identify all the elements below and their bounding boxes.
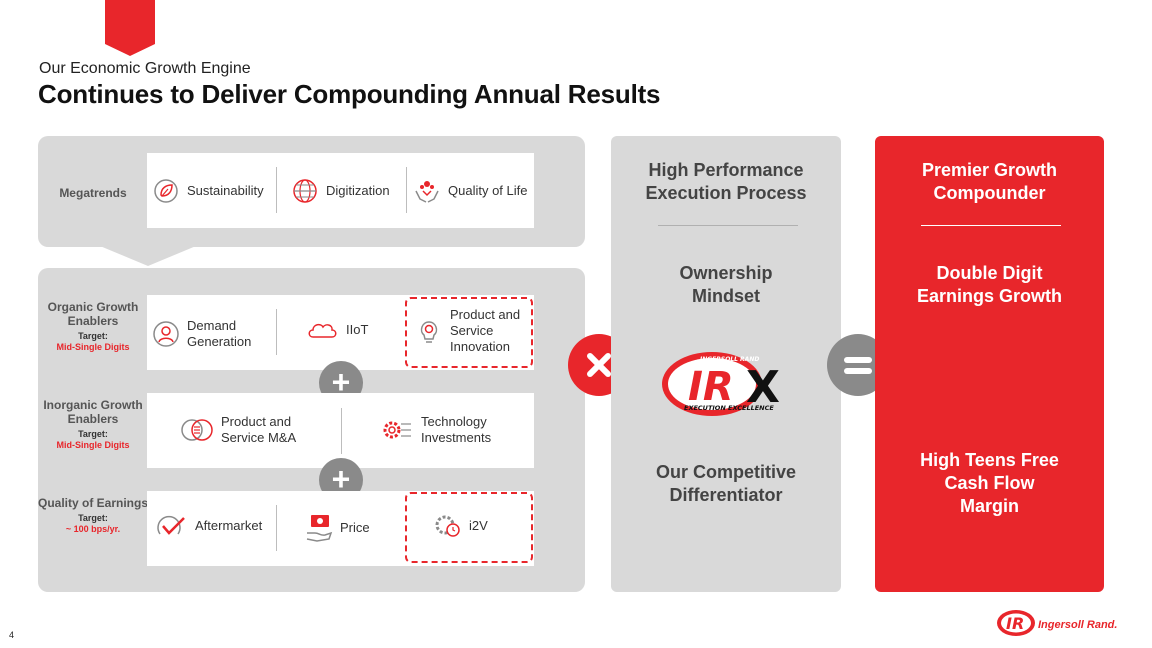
cloud-icon xyxy=(308,323,337,338)
quality-item-label: Aftermarket xyxy=(195,518,263,533)
megatrend-sustainability: Sustainability xyxy=(152,176,272,206)
enabler-label: Demand Generation xyxy=(187,318,252,349)
divider xyxy=(276,505,277,551)
irx-logo: IR X INGERSOLL RAND EXECUTION EXCELLENCE xyxy=(660,350,794,418)
execution-rule xyxy=(658,225,798,226)
execution-title: High Performance Execution Process xyxy=(645,160,807,203)
inorganic-target-value: Mid-Single Digits xyxy=(56,440,130,450)
divider xyxy=(406,167,407,213)
sustainability-icon xyxy=(154,179,178,203)
quality-i2v: i2V xyxy=(434,511,514,541)
aftermarket-icon xyxy=(157,515,185,535)
inorganic-technology-investments: Technology Investments xyxy=(380,414,510,446)
megatrend-quality-of-life: Quality of Life xyxy=(413,176,531,206)
overlap-circles-icon xyxy=(181,419,213,441)
organic-product-service-innovation: Product and Service Innovation xyxy=(415,307,529,355)
irx-logo-letter-x: X xyxy=(746,362,780,413)
page-number: 4 xyxy=(9,630,15,640)
megatrend-digitization: Digitization xyxy=(291,176,401,206)
quality-card xyxy=(147,491,534,566)
quality-item-label: Price xyxy=(340,520,370,535)
irx-logo-letters-ir: IR xyxy=(688,364,734,410)
gear-clock-icon xyxy=(435,515,460,537)
focus-highlight xyxy=(405,297,533,368)
multiply-icon xyxy=(587,353,611,377)
irx-logo-mark: IR X INGERSOLL RAND EXECUTION EXCELLENCE xyxy=(662,352,780,416)
megatrend-label: Quality of Life xyxy=(448,183,528,198)
price-hand-icon xyxy=(306,515,333,542)
organic-demand-generation: Demand Generation xyxy=(152,318,272,350)
enabler-label: Product and Service Innovation xyxy=(450,307,521,354)
result-title: Premier Growth Compounder xyxy=(921,160,1058,203)
quality-aftermarket: Aftermarket xyxy=(154,510,274,542)
ownership-mindset: Ownership Mindset xyxy=(679,263,773,306)
divider xyxy=(276,167,277,213)
tech-gear-icon xyxy=(383,421,411,439)
divider xyxy=(341,408,342,454)
megatrends-pointer xyxy=(100,246,196,266)
demand-generation-icon xyxy=(153,321,179,347)
quality-label: Quality of Earnings Target: ~ 100 bps/yr… xyxy=(38,496,149,534)
quality-target-value: ~ 100 bps/yr. xyxy=(65,524,121,534)
megatrends-label: Megatrends xyxy=(59,186,127,200)
organic-label: Organic Growth Enablers Target: Mid-Sing… xyxy=(38,300,148,353)
result-earnings-growth: Double Digit Earnings Growth xyxy=(916,263,1062,306)
svg-text:IR: IR xyxy=(1006,614,1024,633)
page-subtitle: Our Economic Growth Engine xyxy=(39,60,251,77)
equals-icon xyxy=(844,357,872,374)
ingersoll-rand-logo-mark: IR Ingersoll Rand. xyxy=(997,610,1117,636)
brand-flag xyxy=(105,0,155,56)
megatrends-card xyxy=(147,153,534,228)
inorganic-label: Inorganic Growth Enablers Target: Mid-Si… xyxy=(38,398,148,451)
page-title: Continues to Deliver Compounding Annual … xyxy=(38,79,661,109)
quality-target-label: Target: xyxy=(78,513,108,523)
inorganic-product-service-ma: Product and Service M&A xyxy=(180,414,330,446)
organic-iiot: IIoT xyxy=(305,315,395,345)
result-rule xyxy=(921,225,1061,226)
irx-logo-bottom: EXECUTION EXCELLENCE xyxy=(684,404,774,412)
organic-target-label: Target: xyxy=(78,331,108,341)
irx-logo-top: INGERSOLL RAND xyxy=(700,356,759,363)
hands-heart-icon xyxy=(415,181,439,203)
enabler-label: IIoT xyxy=(346,322,369,337)
organic-card xyxy=(147,295,534,370)
organic-target-value: Mid-Single Digits xyxy=(56,342,130,352)
result-cash-flow-margin: High Teens Free Cash Flow Margin xyxy=(920,450,1059,516)
brand-name: Ingersoll Rand. xyxy=(1038,619,1117,631)
result-panel xyxy=(875,136,1104,592)
megatrend-label: Sustainability xyxy=(187,183,264,198)
ingersoll-rand-logo: IR Ingersoll Rand. xyxy=(996,608,1120,638)
megatrend-label: Digitization xyxy=(326,183,390,198)
quality-price: Price xyxy=(305,510,395,546)
enabler-label: Product and Service M&A xyxy=(221,414,297,445)
focus-highlight xyxy=(405,492,533,563)
enabler-label: Technology Investments xyxy=(421,414,492,445)
quality-item-label: i2V xyxy=(469,518,488,533)
globe-icon xyxy=(293,179,317,203)
lightbulb-gear-icon xyxy=(420,321,438,343)
inorganic-target-label: Target: xyxy=(78,429,108,439)
competitive-differentiator: Our Competitive Differentiator xyxy=(655,462,797,505)
divider xyxy=(276,309,277,355)
